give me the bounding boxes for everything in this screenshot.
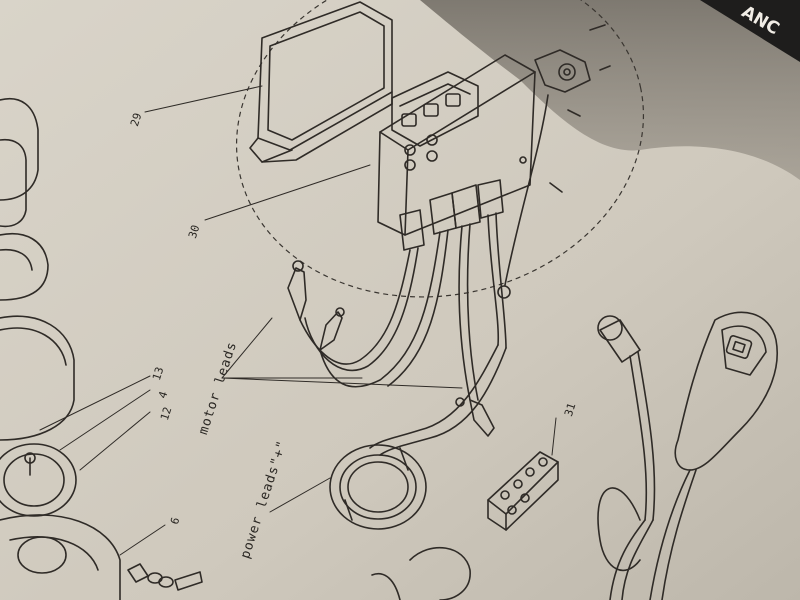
shadow-area: [420, 0, 800, 180]
remote-control: [597, 311, 778, 600]
leader-29: [144, 85, 263, 113]
leader-30: [204, 164, 371, 221]
power-lead-coil: [329, 344, 507, 530]
cable-glands: [399, 179, 504, 251]
detail-circle: [235, 0, 645, 298]
title-banner: [700, 0, 800, 62]
terminal-strip: [487, 451, 559, 531]
bolt-assembly: [127, 563, 203, 591]
leader-lines-left: [39, 317, 463, 556]
gear-assembly: [0, 98, 121, 600]
control-box: [377, 24, 611, 299]
leader-31: [551, 417, 557, 456]
hook-assembly: [371, 546, 471, 600]
